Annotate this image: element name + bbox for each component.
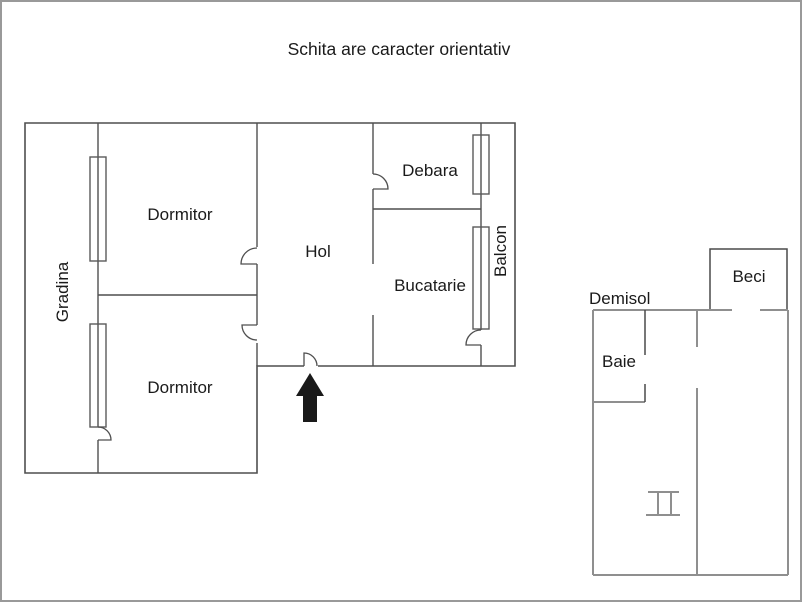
demisol-dark-walls [644,248,788,402]
door-dormitor-top-icon [240,247,258,265]
beci-walls [709,248,788,309]
window-bucatarie-icon [472,226,490,330]
door-entrance-icon [303,352,318,367]
window-dormitor-top-icon [89,156,107,262]
room-label-dormitor-bottom: Dormitor [147,378,213,397]
room-label-dormitor-top: Dormitor [147,205,213,224]
apartment-outer-walls [24,122,516,474]
room-label-balcon: Balcon [491,225,510,277]
door-gradina-icon [97,426,112,441]
demisol-walls [592,309,789,576]
sketch-disclaimer-title: Schita are caracter orientativ [288,39,511,59]
doors [97,173,482,441]
room-label-hol: Hol [305,242,331,261]
room-label-beci: Beci [732,267,765,286]
door-debara-icon [372,173,389,190]
entrance-arrow-icon [296,373,324,422]
door-balcon-icon [465,329,482,346]
door-dormitor-bottom-icon [241,324,258,341]
room-label-baie: Baie [602,352,636,371]
stairs-icon [646,491,680,516]
room-label-demisol: Demisol [589,289,650,308]
apartment-interior-walls [97,123,482,473]
window-debara-icon [472,134,490,195]
room-label-gradina: Gradina [53,261,72,322]
room-label-debara: Debara [402,161,458,180]
room-label-bucatarie: Bucatarie [394,276,466,295]
